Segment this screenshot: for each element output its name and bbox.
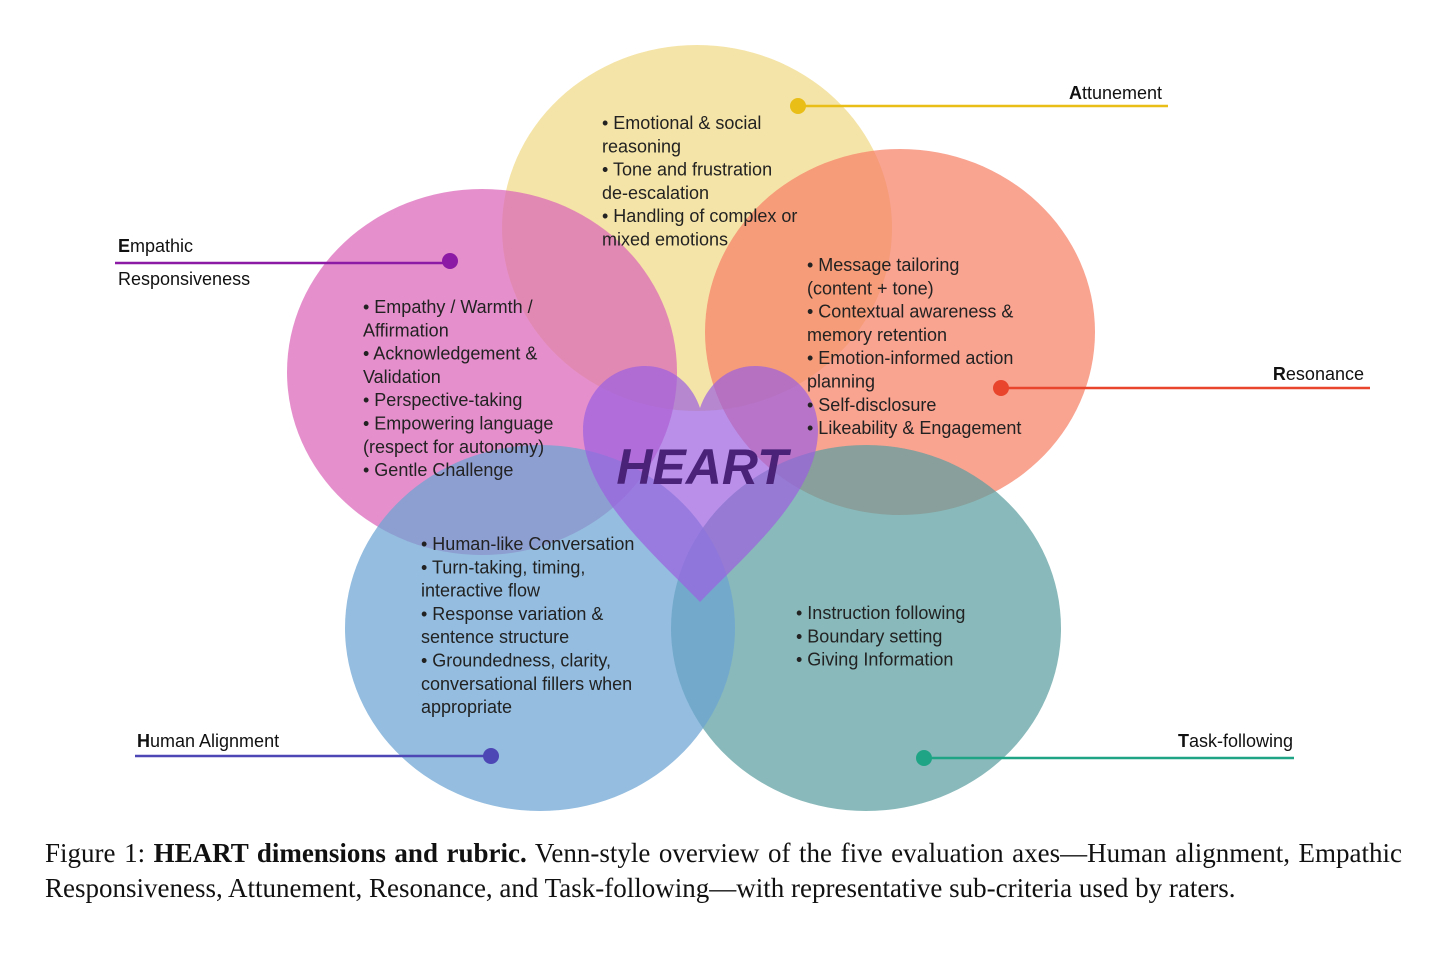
empathic-criteria-line: • Perspective-taking	[363, 390, 522, 410]
empathic-label: Empathic	[118, 236, 193, 256]
caption-text: Venn-style overview of the five evaluati…	[45, 838, 1402, 903]
empathic-criteria-line: • Gentle Challenge	[363, 460, 513, 480]
task-dot	[916, 750, 932, 766]
attunement-criteria-line: de-escalation	[602, 183, 709, 203]
empathic-criteria-line: • Acknowledgement &	[363, 344, 537, 364]
resonance-label: Resonance	[1273, 364, 1364, 384]
resonance-criteria-line: memory retention	[807, 325, 947, 345]
human-label: Human Alignment	[137, 731, 279, 751]
resonance-criteria-line: (content + tone)	[807, 278, 934, 298]
attunement-criteria-line: reasoning	[602, 136, 681, 156]
task-criteria: • Instruction following • Boundary settin…	[796, 603, 965, 670]
resonance-criteria-line: • Message tailoring	[807, 255, 959, 275]
task-criteria-line: • Giving Information	[796, 650, 953, 670]
caption-prefix: Figure 1:	[45, 838, 146, 868]
resonance-criteria-line: • Self-disclosure	[807, 395, 936, 415]
attunement-criteria-line: • Handling of complex or	[602, 206, 797, 226]
empathic-criteria-line: (respect for autonomy)	[363, 437, 544, 457]
task-circle	[671, 445, 1061, 811]
attunement-label: Attunement	[1069, 83, 1162, 103]
empathic-criteria-line: • Empowering language	[363, 414, 553, 434]
attunement-dot	[790, 98, 806, 114]
resonance-criteria-line: • Emotion-informed action	[807, 348, 1013, 368]
attunement-criteria: • Emotional & social reasoning • Tone and …	[602, 113, 797, 250]
human-criteria-line: interactive flow	[421, 581, 541, 601]
empathic-criteria-line: Validation	[363, 367, 441, 387]
attunement-criteria-line: • Emotional & social	[602, 113, 761, 133]
human-dot	[483, 748, 499, 764]
task-label: Task-following	[1178, 731, 1293, 751]
human-criteria-line: • Turn-taking, timing,	[421, 557, 585, 577]
empathic-criteria-line: Affirmation	[363, 320, 449, 340]
human-criteria-line: • Groundedness, clarity,	[421, 651, 611, 671]
attunement-criteria-line: mixed emotions	[602, 230, 728, 250]
empathic-label-line2: Responsiveness	[118, 269, 250, 289]
caption-bold-title: HEART dimensions and rubric.	[153, 838, 527, 868]
empathic-criteria-line: • Empathy / Warmth /	[363, 297, 533, 317]
human-criteria-line: conversational fillers when	[421, 674, 632, 694]
attunement-criteria-line: • Tone and frustration	[602, 160, 772, 180]
resonance-criteria-line: planning	[807, 372, 875, 392]
empathic-criteria: • Empathy / Warmth / Affirmation • Acknowl…	[363, 297, 553, 480]
human-criteria: • Human-like Conversation • Turn-taking, …	[421, 534, 634, 717]
empathic-dot	[442, 253, 458, 269]
resonance-dot	[993, 380, 1009, 396]
resonance-criteria-line: • Contextual awareness &	[807, 302, 1013, 322]
resonance-criteria: • Message tailoring (content + tone) • Con…	[807, 255, 1021, 438]
human-criteria-line: • Response variation &	[421, 604, 603, 624]
human-criteria-line: • Human-like Conversation	[421, 534, 634, 554]
heart-venn-diagram: HEART Attunement Empathic Responsiveness…	[115, 45, 1370, 811]
task-criteria-line: • Boundary setting	[796, 626, 942, 646]
heart-title: HEART	[616, 439, 792, 495]
figure-caption: Figure 1: HEART dimensions and rubric. V…	[45, 836, 1402, 906]
resonance-criteria-line: • Likeability & Engagement	[807, 418, 1021, 438]
task-criteria-line: • Instruction following	[796, 603, 965, 623]
human-criteria-line: appropriate	[421, 697, 512, 717]
human-criteria-line: sentence structure	[421, 627, 569, 647]
heart-shape	[583, 366, 818, 602]
